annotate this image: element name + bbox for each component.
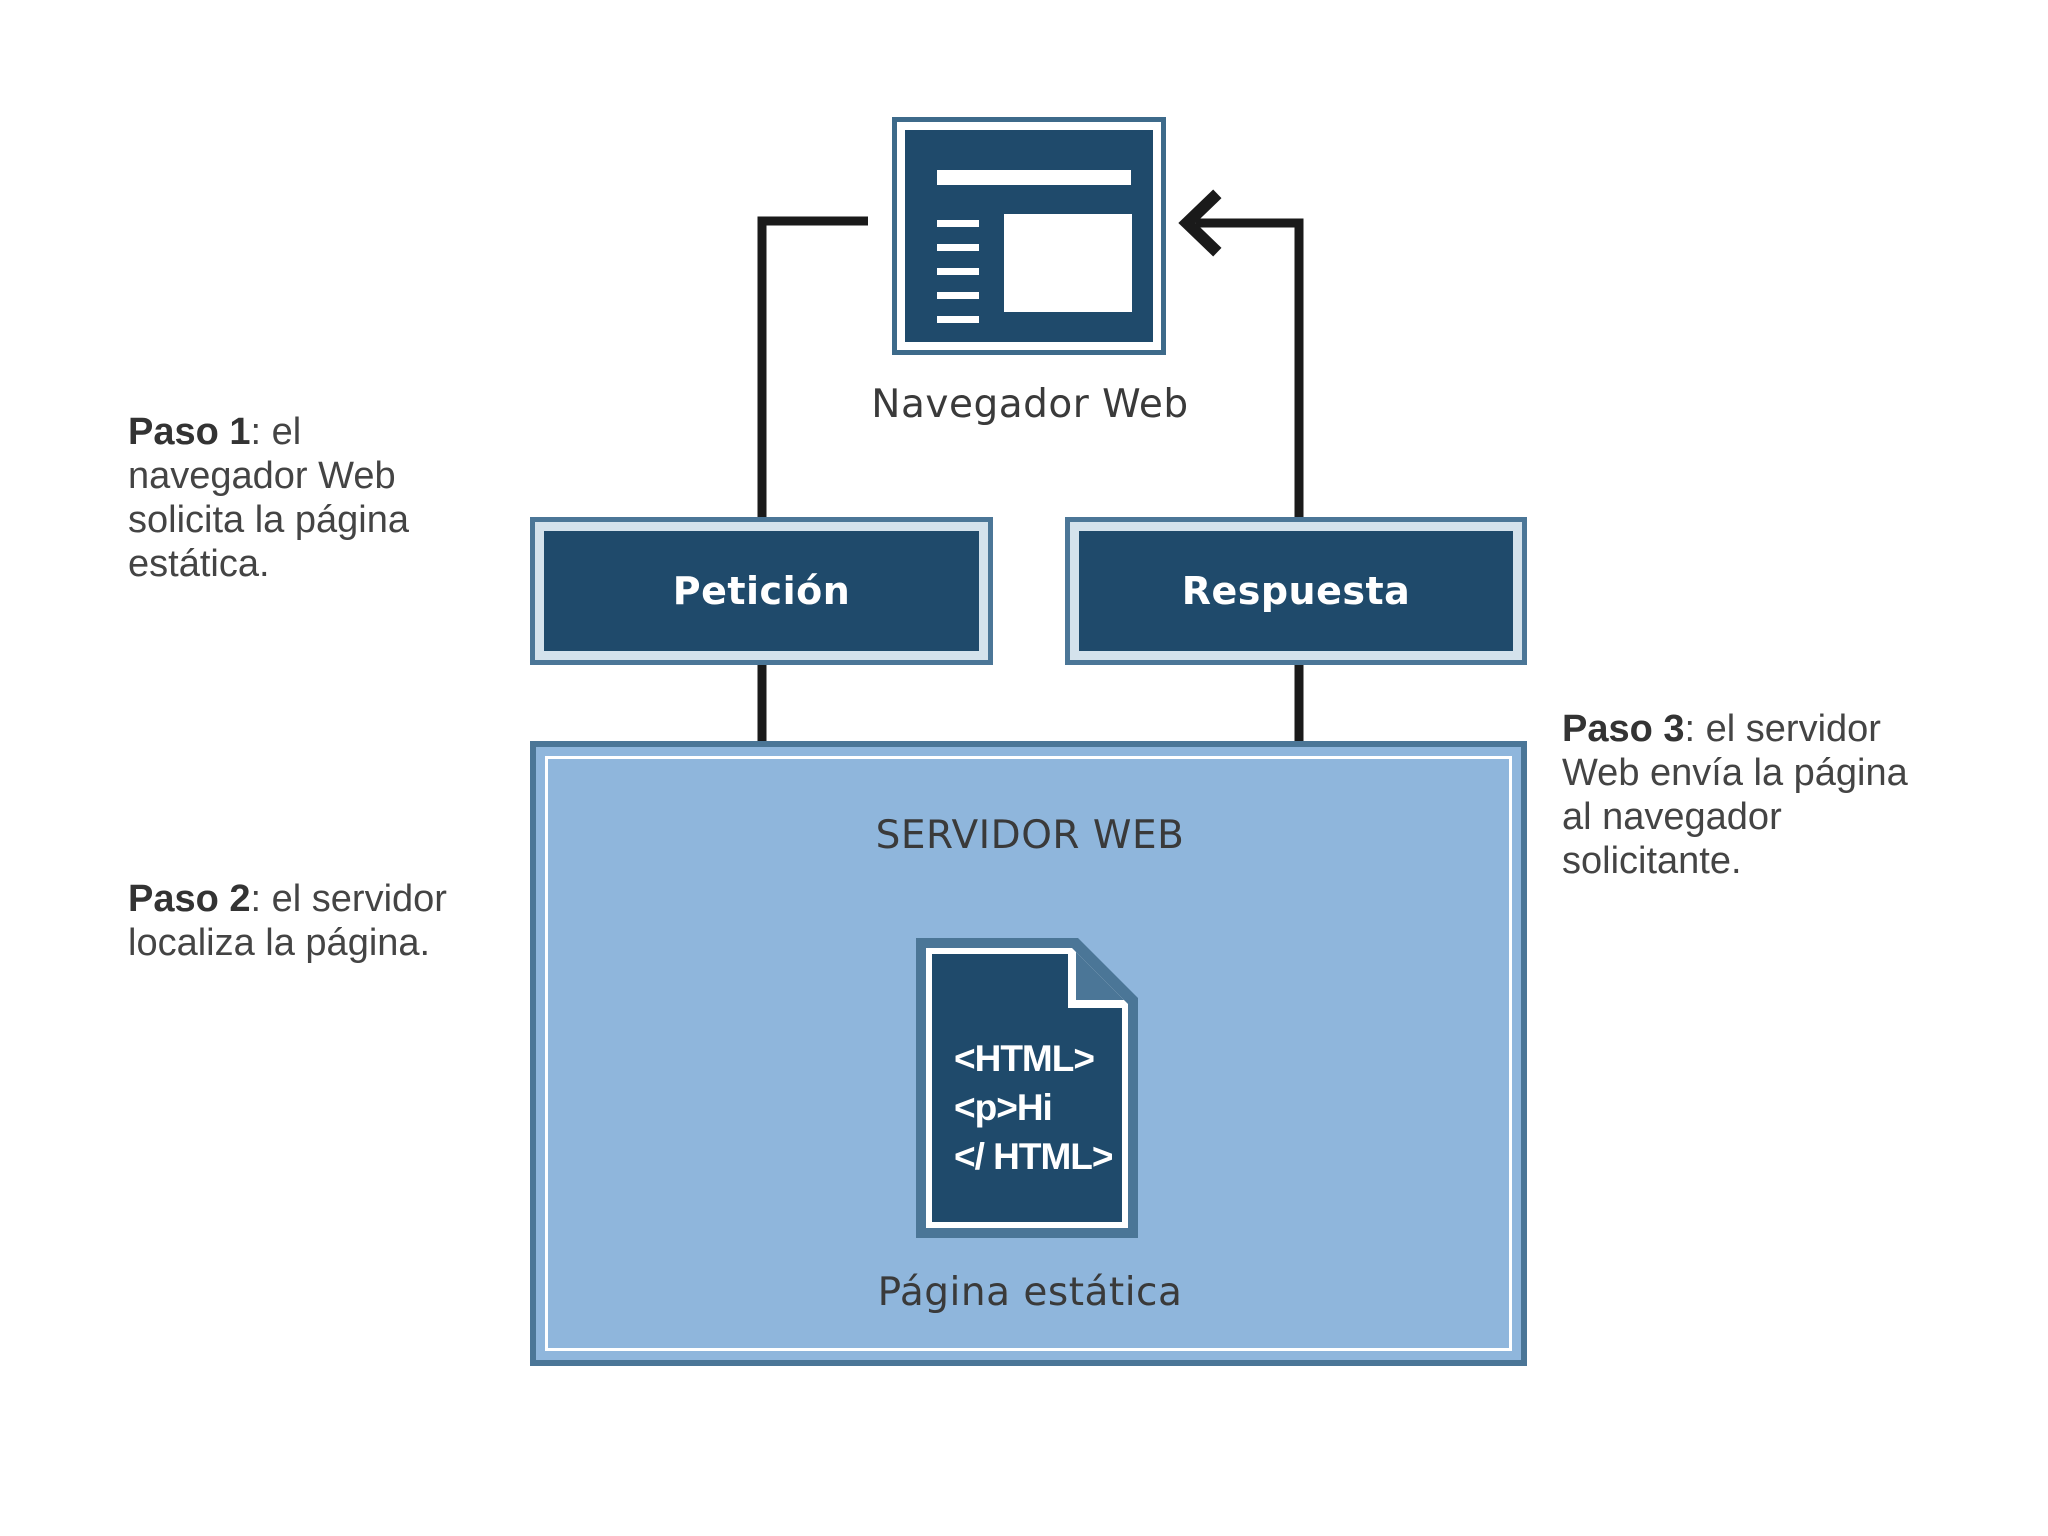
browser-menu-line	[937, 268, 979, 275]
document-shape	[916, 938, 1138, 1238]
step-3-text: solicitante.	[1562, 840, 1742, 882]
code-line: </ HTML>	[954, 1136, 1114, 1177]
response-arrowhead	[1178, 189, 1222, 257]
step-3-text: : el servidor	[1684, 708, 1881, 750]
step-1-text: navegador Web	[128, 455, 396, 497]
step-1-text: : el	[250, 411, 302, 453]
step-3-title: Paso 3	[1562, 708, 1685, 750]
step-3-text: al navegador	[1562, 796, 1782, 838]
step-1-title: Paso 1	[128, 411, 251, 453]
step-3-text: Web envía la página	[1562, 752, 1908, 794]
browser-menu-line	[937, 316, 979, 323]
step-2-title: Paso 2	[128, 878, 251, 920]
response-box: Respuesta	[1065, 517, 1527, 665]
request-connector-top	[757, 216, 868, 520]
request-box: Petición	[530, 517, 993, 665]
browser-address-bar	[937, 170, 1131, 185]
step-2-text: : el servidor	[250, 878, 447, 920]
html-document-icon: <HTML> <p>Hi </ HTML>	[916, 938, 1138, 1238]
step-2-text: localiza la página.	[128, 922, 431, 964]
step-1-text: solicita la página	[128, 499, 409, 541]
browser-menu-line	[937, 220, 979, 227]
response-label: Respuesta	[1181, 569, 1411, 613]
browser-window-body	[905, 130, 1153, 342]
web-server-box	[530, 741, 1527, 1366]
response-connector-top	[1196, 218, 1304, 520]
document-code: <HTML> <p>Hi </ HTML>	[954, 1034, 1114, 1181]
code-line: <HTML>	[954, 1038, 1095, 1079]
browser-label: Navegador Web	[871, 382, 1189, 427]
browser-content-panel	[1004, 214, 1132, 312]
code-line: <p>Hi	[954, 1087, 1053, 1128]
browser-menu-line	[937, 244, 979, 251]
step-3-annotation: Paso 3: el servidor Web envía la página …	[1562, 707, 1908, 883]
browser-menu-line	[937, 292, 979, 299]
step-1-annotation: Paso 1: el navegador Web solicita la pág…	[128, 410, 409, 586]
step-2-annotation: Paso 2: el servidor localiza la página.	[128, 877, 447, 965]
static-page-label: Página estática	[877, 1270, 1183, 1315]
server-title: SERVIDOR WEB	[875, 813, 1185, 858]
step-1-text: estática.	[128, 543, 270, 585]
request-label: Petición	[672, 569, 851, 613]
web-browser-window-icon	[892, 117, 1166, 355]
